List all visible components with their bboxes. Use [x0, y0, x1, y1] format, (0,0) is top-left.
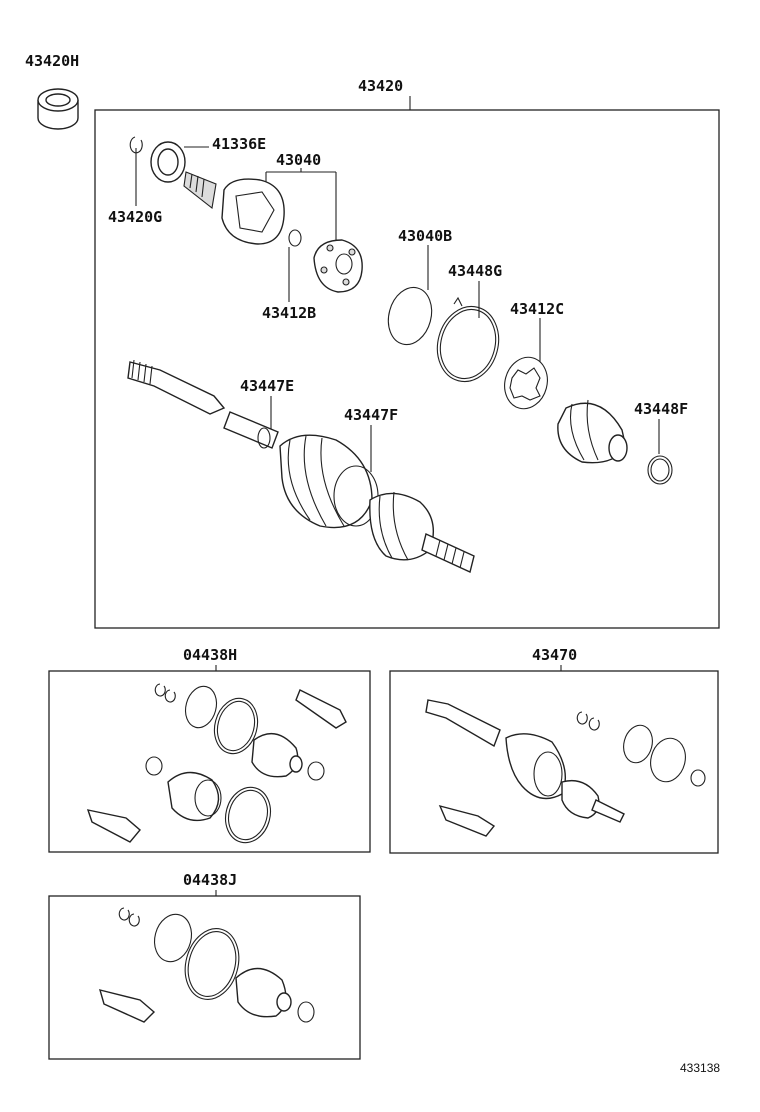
snap-ring-b-part[interactable]: [288, 229, 302, 247]
inboard-boot-part[interactable]: [557, 399, 628, 464]
label-41336E[interactable]: 41336E: [212, 135, 266, 153]
bearing-part[interactable]: [37, 88, 79, 130]
leader-lines: [135, 96, 660, 896]
label-04438H[interactable]: 04438H: [183, 646, 237, 664]
label-04438J[interactable]: 04438J: [183, 871, 237, 889]
boot-kit-h-box: [48, 670, 371, 853]
label-43420G[interactable]: 43420G: [108, 208, 162, 226]
label-43447E[interactable]: 43447E: [240, 377, 294, 395]
drive-shaft-part[interactable]: [127, 359, 279, 449]
label-43412C[interactable]: 43412C: [510, 300, 564, 318]
ring-b-part[interactable]: [382, 283, 438, 350]
boot-kit-j-parts[interactable]: [98, 907, 315, 1023]
main-assembly-box: [94, 109, 720, 629]
dust-seal-part[interactable]: [150, 141, 186, 183]
boot-e-part[interactable]: [257, 427, 373, 529]
label-43448G[interactable]: 43448G: [448, 262, 502, 280]
shaft-assembly-parts[interactable]: [425, 699, 706, 837]
boot-f-part[interactable]: [333, 465, 475, 573]
snap-ring-g-part[interactable]: [129, 136, 143, 154]
label-43040B[interactable]: 43040B: [398, 227, 452, 245]
shaft-assembly-box: [389, 670, 719, 854]
label-43420[interactable]: 43420: [358, 77, 403, 95]
label-43040[interactable]: 43040: [276, 151, 321, 169]
label-43412B[interactable]: 43412B: [262, 304, 316, 322]
label-43470[interactable]: 43470: [532, 646, 577, 664]
clamp-f-part[interactable]: [647, 455, 673, 485]
label-43448F[interactable]: 43448F: [634, 400, 688, 418]
boot-kit-j-box: [48, 895, 361, 1060]
label-43447F[interactable]: 43447F: [344, 406, 398, 424]
inner-race-part[interactable]: [313, 239, 363, 293]
boot-kit-h-parts[interactable]: [86, 683, 347, 848]
clamp-g-part[interactable]: [429, 296, 507, 388]
outboard-joint-part[interactable]: [183, 171, 285, 245]
label-43420H[interactable]: 43420H: [25, 52, 79, 70]
diagram-code: 433138: [680, 1061, 720, 1075]
ring-c-part[interactable]: [499, 352, 553, 413]
